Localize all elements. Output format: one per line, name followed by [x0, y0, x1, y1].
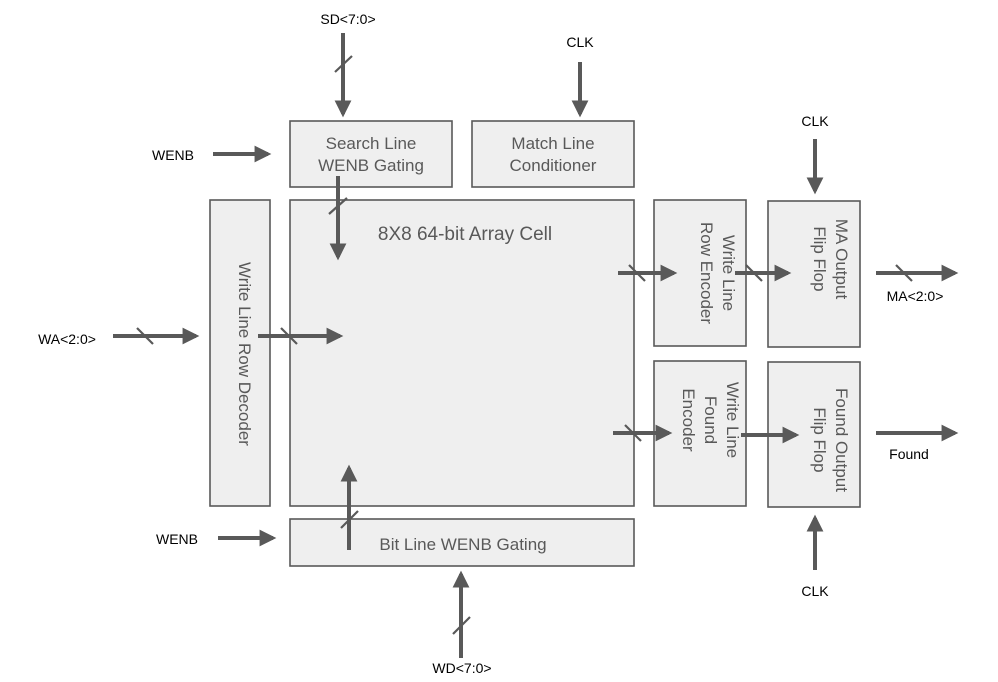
match-conditioner-label-2: Conditioner	[510, 156, 597, 175]
wd-bus-slash	[452, 616, 471, 635]
search-line-wenb-gating-block: Search Line WENB Gating	[289, 120, 453, 188]
ma-flipflop-label-2: Flip Flop	[810, 226, 829, 291]
search-gating-label-1: Search Line	[326, 134, 417, 153]
array-cell-block: 8X8 64-bit Array Cell	[289, 199, 635, 507]
clk-found-signal-label: CLK	[801, 583, 829, 599]
clk-top-signal-label: CLK	[566, 34, 594, 50]
wd-signal-label: WD<7:0>	[432, 660, 491, 676]
found-encoder-label-2: Found	[701, 396, 720, 444]
row-encoder-ma-slash	[745, 264, 763, 282]
ma-flipflop-label-1: MA Output	[832, 219, 851, 300]
wenb-bottom-signal-label: WENB	[156, 531, 198, 547]
wenb-top-signal-label: WENB	[152, 147, 194, 163]
row-encoder-label-2: Row Encoder	[697, 222, 716, 324]
sd-bus-slash	[334, 55, 353, 73]
clk-ma-signal-label: CLK	[801, 113, 829, 129]
found-encoder-label-3: Encoder	[679, 388, 698, 452]
write-line-row-decoder-block: Write Line Row Decoder	[209, 199, 271, 507]
found-encoder-label-1: Write Line	[723, 382, 742, 458]
array-found-encoder-slash	[624, 424, 642, 442]
search-bus-slash	[328, 197, 348, 215]
ma-output-slash	[895, 264, 913, 282]
found-signal-label: Found	[889, 446, 929, 462]
row-encoder-label-1: Write Line	[719, 235, 738, 311]
wa-signal-label: WA<2:0>	[38, 331, 96, 347]
search-gating-label-2: WENB Gating	[318, 156, 424, 175]
row-decoder-label: Write Line Row Decoder	[235, 262, 254, 446]
sd-signal-label: SD<7:0>	[320, 11, 375, 27]
array-row-encoder-slash	[628, 264, 646, 282]
bitline-gating-label: Bit Line WENB Gating	[379, 535, 546, 554]
array-cell-label: 8X8 64-bit Array Cell	[378, 224, 552, 245]
found-flipflop-label-2: Flip Flop	[810, 407, 829, 472]
match-conditioner-label-1: Match Line	[511, 134, 594, 153]
wa-bus-slash	[136, 327, 154, 345]
bitline-bus-slash	[340, 510, 359, 529]
found-flipflop-label-1: Found Output	[832, 388, 851, 492]
match-line-conditioner-block: Match Line Conditioner	[471, 120, 635, 188]
decoder-bus-slash	[280, 327, 298, 345]
ma-signal-label: MA<2:0>	[887, 288, 944, 304]
